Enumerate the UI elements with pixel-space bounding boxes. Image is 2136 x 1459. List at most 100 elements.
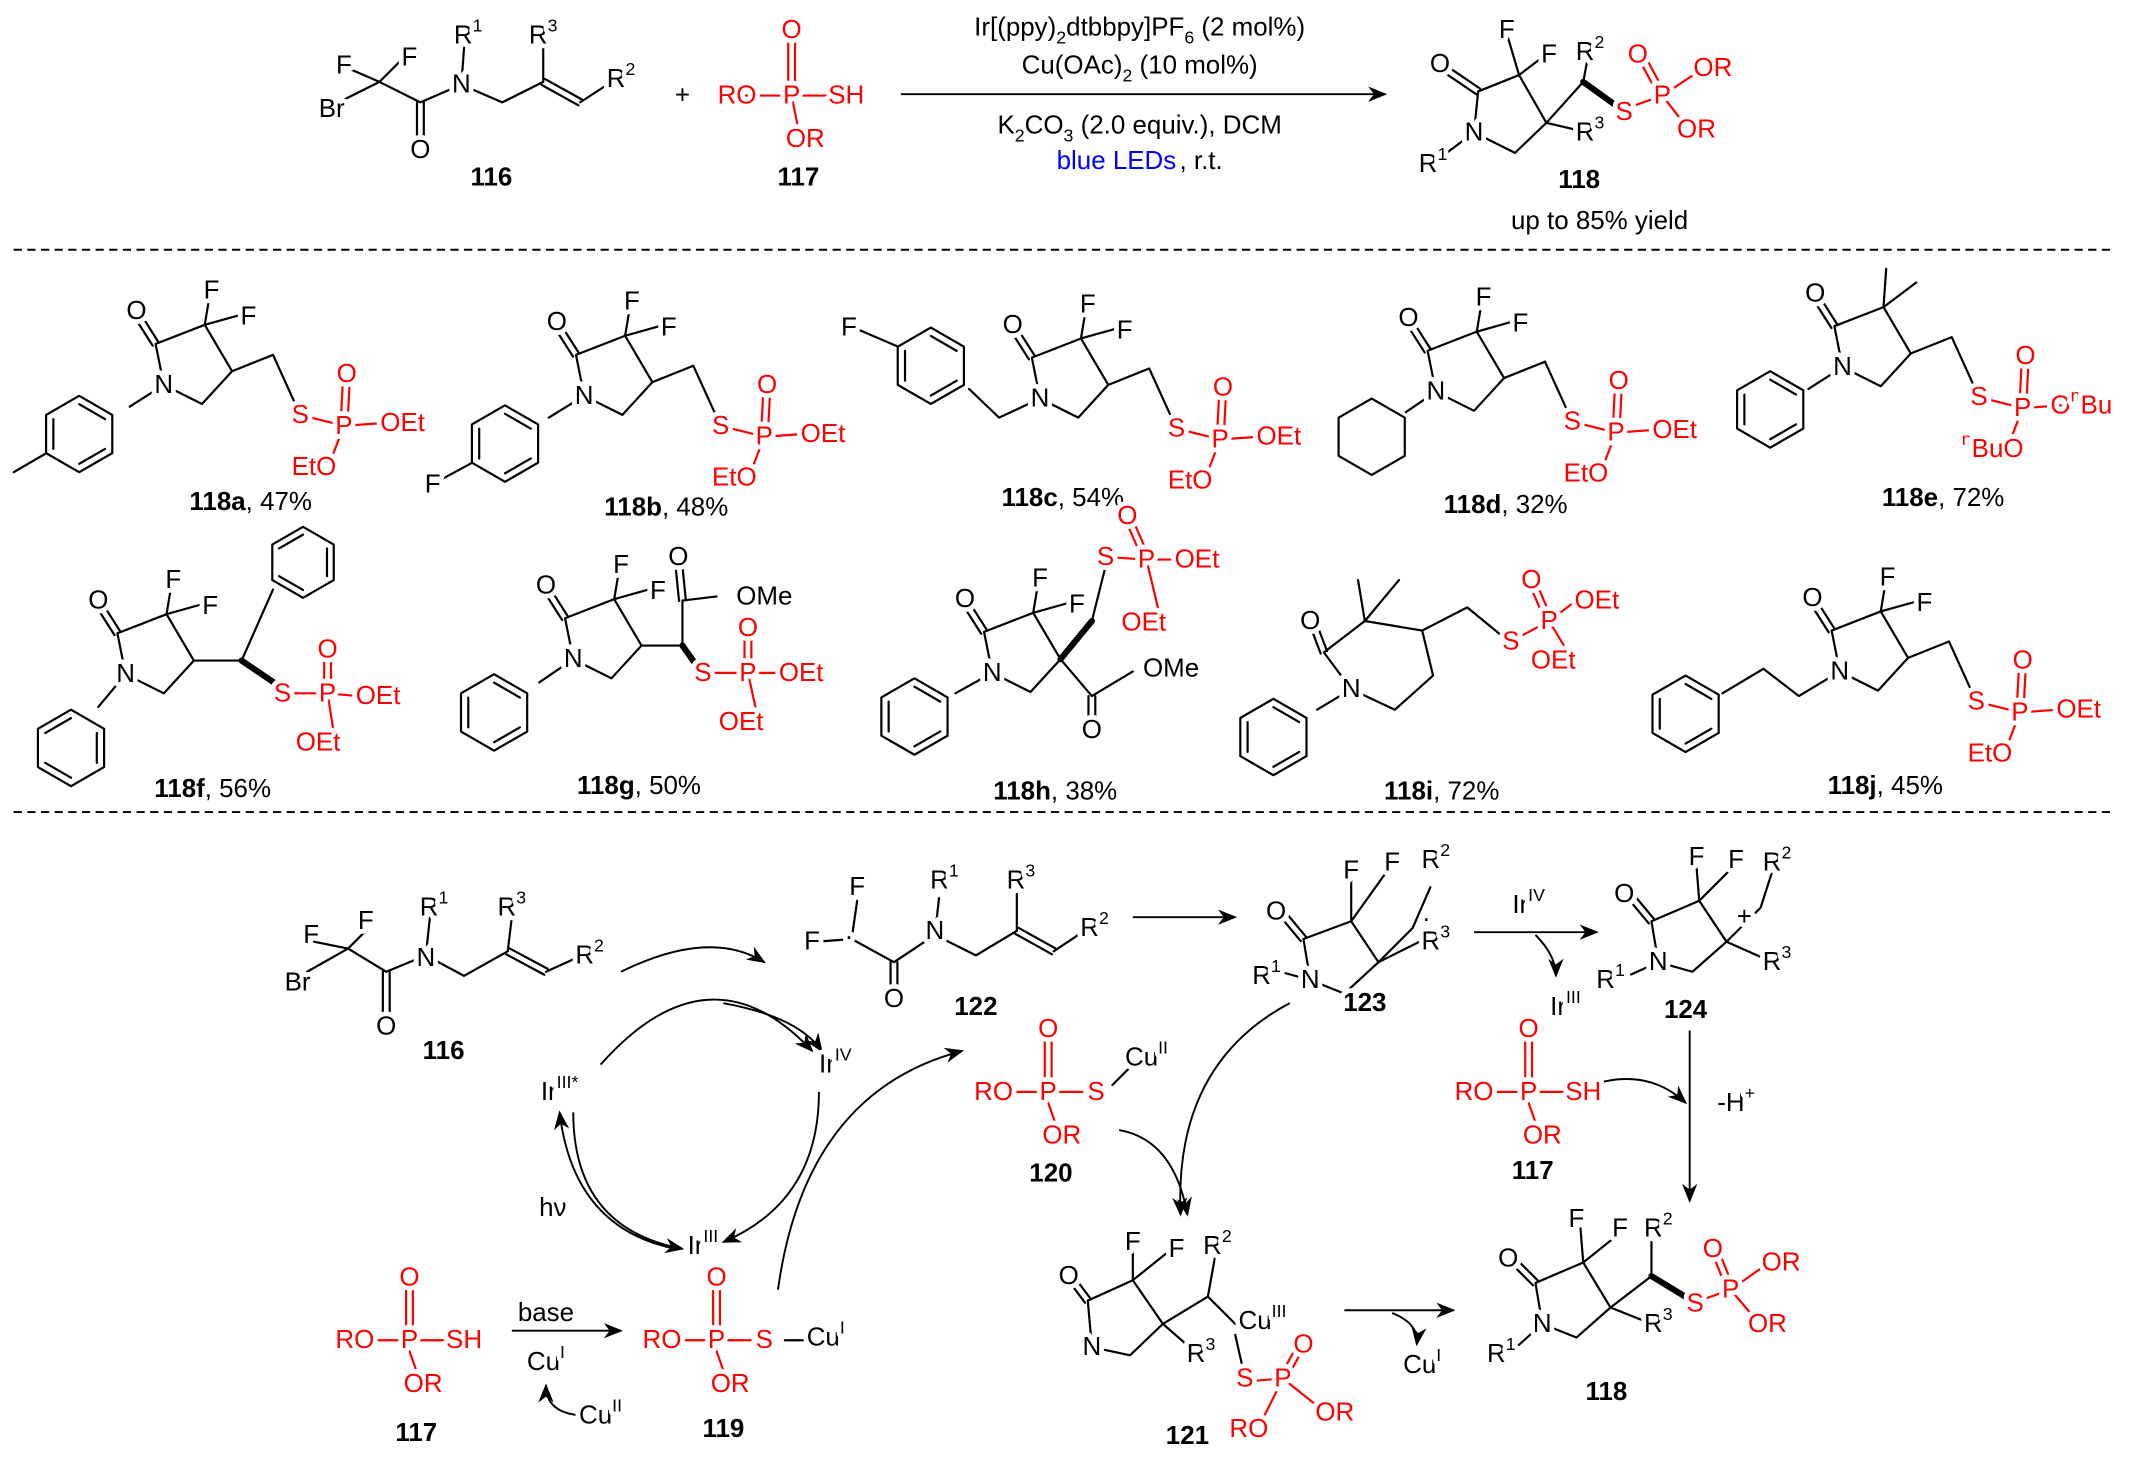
atom-label: OR bbox=[1748, 1310, 1787, 1338]
compound-id: 118h bbox=[993, 778, 1051, 806]
atom-label: N bbox=[1301, 966, 1320, 994]
atom-label: P bbox=[708, 1326, 725, 1354]
phosphoryl-oxygen: O bbox=[1521, 566, 1541, 594]
bond bbox=[967, 387, 1042, 419]
reduced-catalyst-label: IrIII bbox=[1550, 987, 1581, 1021]
ring bbox=[459, 673, 529, 752]
atom-label: N bbox=[1465, 118, 1484, 146]
bond bbox=[1281, 1377, 1319, 1407]
bond bbox=[1698, 868, 1732, 902]
carbonyl-oxygen: O bbox=[1082, 716, 1102, 744]
atom-label: R3 bbox=[1007, 860, 1036, 894]
sulfur: S bbox=[712, 412, 729, 440]
yield: , 38% bbox=[1051, 778, 1117, 806]
sulfur: S bbox=[1097, 543, 1114, 571]
phosphoryl-oxygen: O bbox=[1609, 367, 1629, 395]
double-bond bbox=[966, 598, 989, 632]
atom-label: R2 bbox=[1576, 32, 1605, 66]
ground-catalyst: IrIII bbox=[688, 1226, 719, 1260]
bond bbox=[1582, 1234, 1619, 1264]
ring-double bbox=[503, 457, 532, 475]
wedge-bond bbox=[238, 657, 283, 690]
bond bbox=[1247, 1377, 1285, 1383]
phosphorus: P bbox=[739, 659, 756, 687]
light-label: hν bbox=[539, 1194, 566, 1222]
yield: , 54% bbox=[1058, 484, 1124, 512]
yield: , 72% bbox=[1938, 484, 2004, 512]
bond bbox=[326, 692, 336, 739]
phosphorus: P bbox=[1212, 425, 1229, 453]
ring-double bbox=[1272, 750, 1301, 768]
atom-label: · bbox=[845, 922, 854, 950]
atom-label: R3 bbox=[1763, 942, 1792, 976]
atom-label: RO bbox=[335, 1326, 374, 1354]
yield: , 72% bbox=[1433, 778, 1499, 806]
double-bond bbox=[1533, 577, 1554, 621]
catalytic-cycle-arrow bbox=[721, 1091, 820, 1243]
bond bbox=[1302, 920, 1380, 995]
ring bbox=[36, 708, 106, 788]
compound-id: 118f bbox=[154, 775, 205, 803]
bond bbox=[1548, 619, 1571, 657]
atom-label: + bbox=[1737, 903, 1752, 931]
alkoxy-group: OEt bbox=[719, 708, 764, 736]
bond bbox=[1879, 600, 1916, 613]
catalytic-cycle-arrow bbox=[599, 998, 814, 1066]
compound-id: 118b bbox=[604, 494, 662, 522]
fluorine: F bbox=[1880, 563, 1896, 591]
bond bbox=[1107, 367, 1178, 430]
bond bbox=[1205, 438, 1222, 477]
electron-transfer-arrow bbox=[620, 946, 766, 973]
phosphoryl-oxygen: O bbox=[2015, 342, 2035, 370]
bond bbox=[1601, 431, 1618, 470]
phosphorus: P bbox=[2014, 394, 2031, 422]
alkoxy-group: EtO bbox=[1168, 466, 1213, 494]
oxidized-catalyst: IrIV bbox=[819, 1045, 852, 1079]
ring-double bbox=[78, 403, 107, 421]
nitrogen: N bbox=[575, 382, 594, 410]
atom-label: N bbox=[1083, 1333, 1102, 1361]
bond bbox=[1527, 1101, 1538, 1128]
atom-label: R3 bbox=[1644, 1304, 1673, 1338]
double-bond bbox=[547, 585, 570, 618]
bond bbox=[563, 598, 643, 680]
atom-label: O bbox=[1519, 1015, 1539, 1043]
phosphorus: P bbox=[1138, 546, 1155, 574]
ring-double bbox=[1684, 727, 1713, 745]
bond bbox=[1729, 1288, 1755, 1319]
atom-label: O bbox=[399, 1263, 419, 1291]
bond bbox=[1545, 121, 1589, 134]
alkoxy-group: OEt bbox=[1531, 647, 1576, 675]
atom-label: S bbox=[1686, 1289, 1703, 1317]
light-source: blue LEDs bbox=[1057, 147, 1177, 175]
copper-label: CuII bbox=[579, 1395, 622, 1429]
excitation-arrow bbox=[554, 1110, 676, 1250]
double-bond bbox=[1067, 1279, 1087, 1304]
atom-label: R1 bbox=[930, 860, 959, 894]
ring-double bbox=[277, 533, 305, 550]
atom-label: OR bbox=[1042, 1122, 1081, 1150]
atom-label: S bbox=[1236, 1364, 1253, 1392]
atom-label: P bbox=[783, 82, 800, 110]
fluorine: F bbox=[1917, 589, 1933, 617]
atom-label: N bbox=[1533, 1310, 1552, 1338]
double-bond bbox=[1215, 386, 1221, 441]
fluorine: F bbox=[1069, 591, 1085, 619]
bond bbox=[203, 299, 210, 326]
fluorine: F bbox=[202, 592, 218, 620]
atom-label: O bbox=[1614, 880, 1634, 908]
alkoxy-group: OEt bbox=[1257, 423, 1302, 451]
double-bond bbox=[2025, 355, 2030, 410]
alkoxy-group: OEt bbox=[1575, 587, 1620, 615]
copper-label: CuI bbox=[807, 1318, 845, 1352]
double-bond bbox=[1643, 54, 1667, 96]
atom-label: O bbox=[1703, 1235, 1723, 1263]
methoxy-group: OMe bbox=[736, 582, 792, 610]
bond bbox=[1833, 305, 1912, 388]
fluorine: F bbox=[204, 277, 220, 305]
compound-label: 117 bbox=[1512, 1157, 1554, 1185]
atom-label: O bbox=[376, 1012, 396, 1040]
bond bbox=[342, 422, 384, 427]
atom-label: R3 bbox=[1187, 1334, 1216, 1368]
atom-label: R1 bbox=[1419, 144, 1448, 178]
